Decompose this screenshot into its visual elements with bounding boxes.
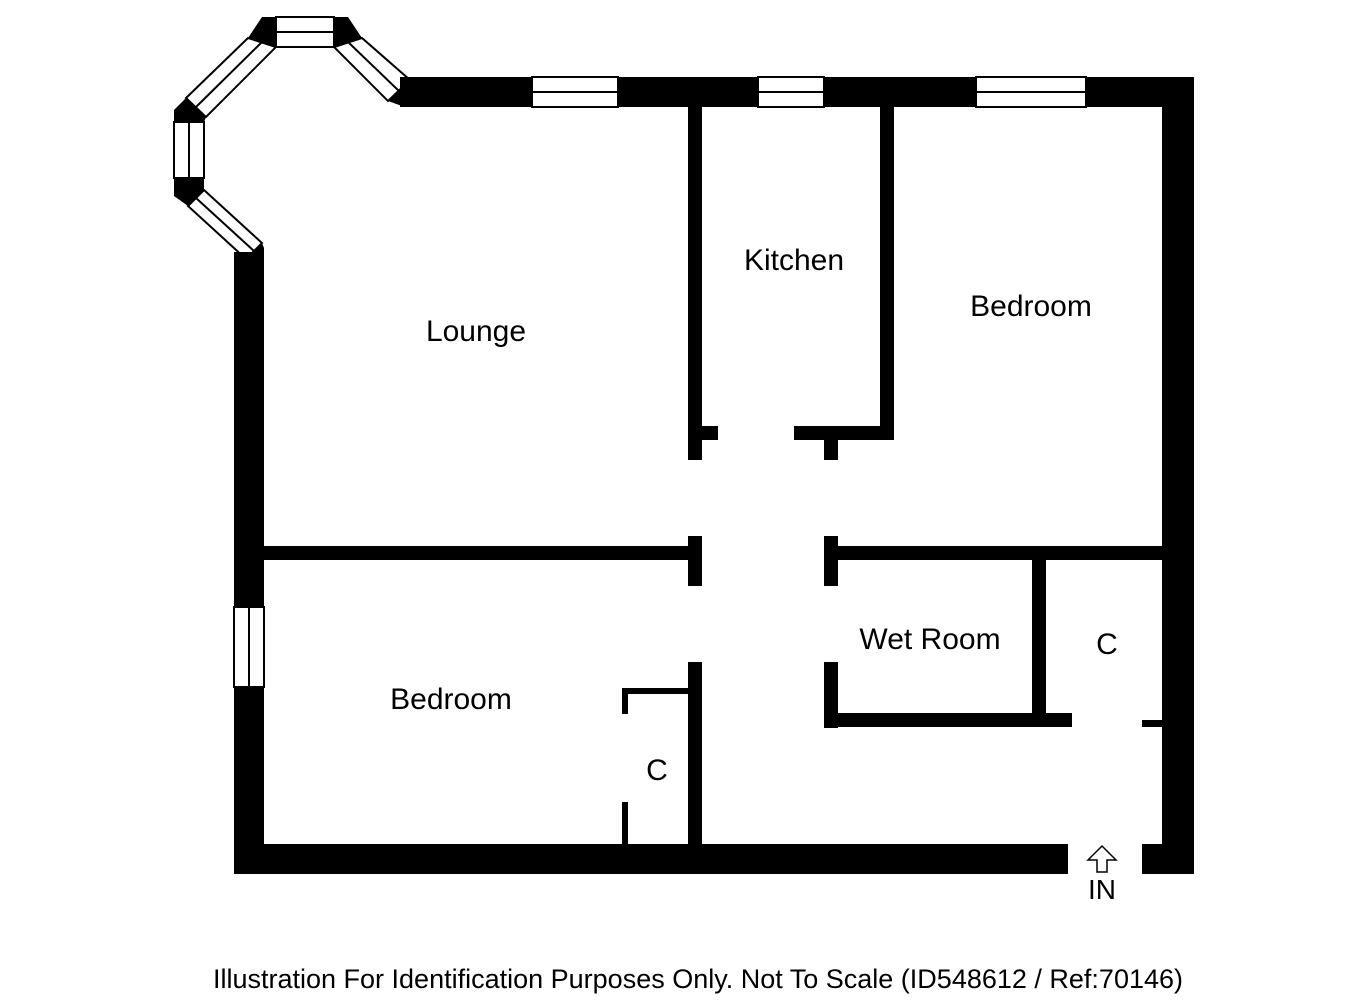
room-label-lounge: Lounge — [426, 315, 526, 348]
room-label-cupboard-hall: C — [1096, 628, 1118, 661]
room-label-bedroom-main: Bedroom — [970, 290, 1092, 323]
room-label-cupboard-bedroom: C — [646, 754, 668, 787]
room-label-kitchen: Kitchen — [744, 244, 844, 277]
up-arrow-icon — [1086, 844, 1118, 873]
room-label-bedroom-second: Bedroom — [390, 683, 512, 716]
entrance-label: IN — [1088, 874, 1116, 905]
internal-walls — [262, 105, 1164, 846]
disclaimer-text: Illustration For Identification Purposes… — [213, 964, 1183, 994]
bay-window — [173, 16, 412, 261]
outer-walls — [233, 76, 1194, 874]
room-label-wet-room: Wet Room — [859, 623, 1000, 656]
